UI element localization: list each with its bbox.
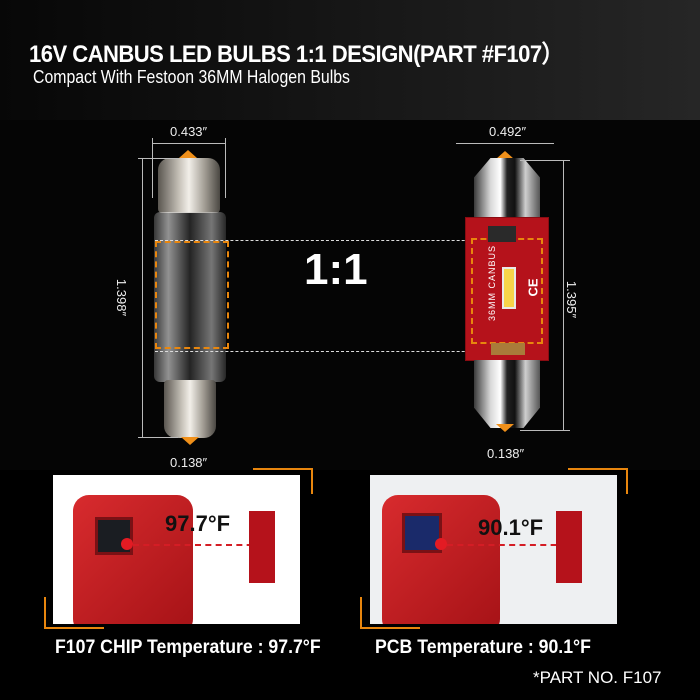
chip-temp-caption: F107 CHIP Temperature : 97.7°F (55, 637, 321, 658)
led-tip-label: 0.138″ (487, 446, 525, 461)
led-bottom-tip-icon (496, 424, 514, 432)
led-top-tip-icon (496, 151, 514, 159)
chip-test-photo: 97.7°F (53, 475, 300, 624)
laser-line (133, 544, 263, 546)
led-resistor (491, 343, 525, 355)
size-comparison-section (0, 120, 700, 470)
pcb-temp-caption: PCB Temperature : 90.1°F (375, 637, 591, 658)
halogen-tip-label: 0.138″ (170, 455, 208, 470)
panel1-corner-bottom (44, 597, 104, 629)
halogen-top-tip-icon (179, 150, 197, 158)
led-bottom-cap (474, 360, 540, 428)
tested-bulb (556, 511, 582, 583)
halogen-length-extension-bottom (138, 437, 178, 438)
pcb-test-photo: 90.1°F (370, 475, 617, 624)
pcb-temp-reading: 90.1°F (478, 515, 544, 540)
halogen-bottom-cap (164, 380, 216, 438)
pcb-label: 36MM CANBUS (487, 244, 498, 322)
led-length-extension-bottom (520, 430, 570, 431)
bottom-comparison-line (155, 351, 525, 352)
led-length-arrow (563, 160, 564, 430)
tested-bulb (249, 511, 275, 583)
panel2-corner-bottom (360, 597, 420, 629)
halogen-top-cap (158, 158, 220, 213)
led-width-label: 0.492″ (489, 124, 527, 139)
led-pcb: 36MM CANBUS CE (465, 217, 549, 361)
panel1-corner-top (253, 468, 313, 494)
part-number: *PART NO. F107 (533, 668, 662, 687)
led-emitter (502, 267, 516, 309)
led-chip-component (488, 226, 516, 242)
measure-point-icon (121, 538, 133, 550)
led-width-arrow (456, 143, 554, 144)
ce-mark: CE (525, 278, 541, 297)
header-banner: 16V CANBUS LED BULBS 1:1 DESIGN(PART #F1… (0, 0, 700, 120)
panel2-corner-top (568, 468, 628, 494)
led-length-label: 1.395″ (564, 280, 580, 319)
top-comparison-line (155, 240, 525, 241)
measure-point-icon (435, 538, 447, 550)
halogen-length-arrow (142, 158, 143, 438)
halogen-width-label: 0.433″ (170, 124, 208, 139)
ratio-label: 1:1 (304, 245, 368, 294)
halogen-length-extension-top (138, 158, 178, 159)
laser-line (447, 544, 567, 546)
thermometer-gun (73, 495, 193, 624)
halogen-filament-highlight (155, 241, 229, 349)
halogen-length-label: 1.398″ (114, 278, 130, 317)
page-subtitle: Compact With Festoon 36MM Halogen Bulbs (33, 67, 350, 87)
chip-temp-reading: 97.7°F (165, 511, 231, 536)
page-title: 16V CANBUS LED BULBS 1:1 DESIGN(PART #F1… (29, 41, 564, 68)
halogen-width-extension-right (225, 138, 226, 198)
halogen-width-extension-left (152, 138, 153, 198)
halogen-width-arrow (152, 143, 226, 144)
led-length-extension-top (520, 160, 570, 161)
led-top-cap (474, 158, 540, 223)
halogen-bottom-tip-icon (181, 437, 199, 445)
